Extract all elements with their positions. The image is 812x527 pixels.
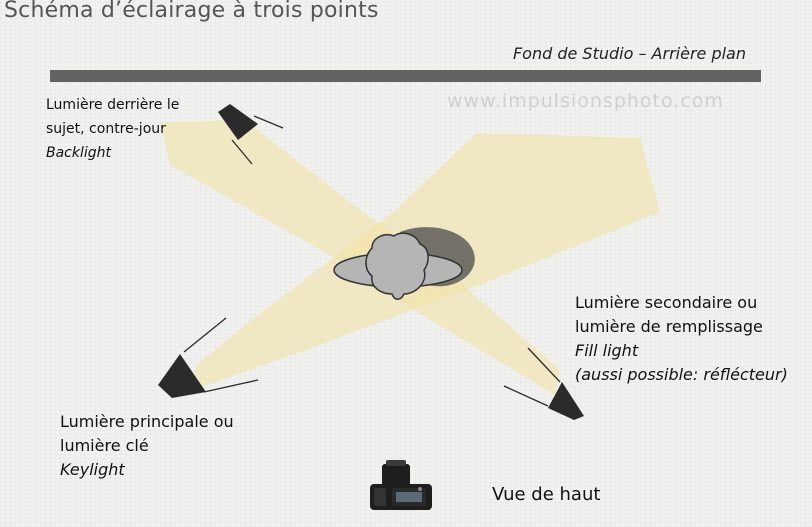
fill-light-label: Lumière secondaire ou lumière de remplis… — [575, 291, 788, 387]
keylight-label-english: Keylight — [60, 460, 125, 479]
backlight-label-line1: Lumière derrière le — [46, 97, 180, 113]
top-view-label: Vue de haut — [492, 484, 601, 505]
backlight-lamp — [218, 104, 284, 165]
backdrop-label: Fond de Studio – Arrière plan — [512, 44, 746, 63]
keylight-label-line2: lumière clé — [60, 436, 149, 455]
backlight-label: Lumière derrière le sujet, contre-jour B… — [46, 93, 179, 165]
keylight-label: Lumière principale ou lumière clé Keylig… — [60, 410, 234, 482]
fill-light-label-line1: Lumière secondaire ou — [575, 293, 758, 312]
backlight-label-english: Backlight — [46, 145, 112, 161]
camera-icon — [370, 460, 432, 510]
fill-light-label-english: Fill light — [575, 341, 639, 360]
keylight-label-line1: Lumière principale ou — [60, 412, 234, 431]
fill-light-label-line2: lumière de remplissage — [575, 317, 763, 336]
diagram-title: Schéma d’éclairage à trois points — [4, 0, 379, 23]
backlight-label-line2: sujet, contre-jour — [46, 121, 166, 137]
watermark: www.impulsionsphoto.com — [447, 90, 724, 112]
fill-light-label-note: (aussi possible: réflécteur) — [575, 365, 788, 384]
studio-backdrop — [50, 70, 761, 82]
keylight-lamp — [158, 317, 259, 398]
subject-head — [365, 232, 429, 300]
fill-light-lamp — [503, 347, 584, 420]
